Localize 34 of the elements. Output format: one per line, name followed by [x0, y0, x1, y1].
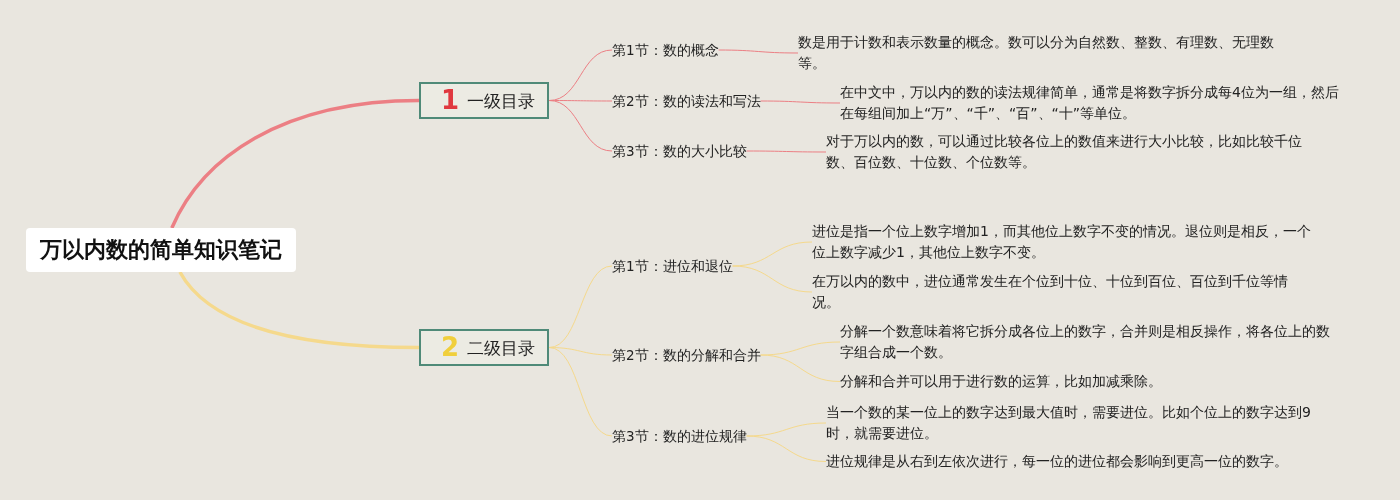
- note-text: 对于万以内的数，可以通过比较各位上的数值来进行大小比较，比如比较千位数、百位数、十位数、个位数等。: [826, 131, 1311, 173]
- branch-line: [746, 422, 827, 437]
- note-text: 在万以内的数中，进位通常发生在个位到十位、十位到百位、百位到千位等情况。: [812, 271, 1297, 313]
- branch-line: [548, 347, 613, 437]
- topic-number: 2: [441, 332, 460, 362]
- branch-line: [178, 271, 420, 350]
- subtopic-text: 第2节：数的读法和写法: [612, 91, 761, 111]
- branch-line: [746, 150, 827, 153]
- branch-line: [548, 265, 613, 348]
- branch-line: [718, 49, 799, 54]
- note-text: 分解和合并可以用于进行数的运算，比如加减乘除。: [840, 371, 1325, 392]
- branch-line: [548, 100, 613, 152]
- branch-line: [760, 354, 841, 382]
- note-text: 在中文中，万以内的数的读法规律简单，通常是将数字拆分成每4位为一组，然后在每组间加上“万”、“千”、“百”、“十”等单位。: [840, 82, 1345, 124]
- subtopic-text: 第2节：数的分解和合并: [612, 345, 761, 365]
- subtopic-text: 第3节：数的大小比较: [612, 141, 747, 161]
- topic-label: 二级目录: [467, 338, 536, 358]
- subtopic-text: 第1节：进位和退位: [612, 256, 733, 276]
- note-text: 当一个数的某一位上的数字达到最大值时，需要进位。比如个位上的数字达到9时，就需要进位。: [826, 402, 1316, 444]
- note-text: 进位是指一个位上数字增加1，而其他位上数字不变的情况。退位则是相反，一个位上数字减少1，其他位上数字不变。: [812, 221, 1312, 263]
- subtopic-text: 第1节：数的概念: [612, 40, 719, 60]
- topic-label: 一级目录: [467, 91, 536, 111]
- branch-line: [732, 265, 813, 293]
- root-topic-box: 万以内数的简单知识笔记: [26, 228, 296, 272]
- topic-number: 1: [441, 85, 460, 115]
- branch-line: [170, 98, 420, 229]
- note-text: 数是用于计数和表示数量的概念。数可以分为自然数、整数、有理数、无理数等。: [798, 32, 1283, 74]
- note-text: 进位规律是从右到左依次进行，每一位的进位都会影响到更高一位的数字。: [826, 451, 1311, 472]
- subtopic-text: 第3节：数的进位规律: [612, 426, 747, 446]
- topic-box: [419, 82, 550, 119]
- branch-line: [746, 435, 827, 462]
- topic-box: [419, 329, 550, 366]
- note-text: 分解一个数意味着将它拆分成各位上的数字，合并则是相反操作，将各位上的数字组合成一个数。: [840, 321, 1340, 363]
- branch-line: [760, 100, 841, 104]
